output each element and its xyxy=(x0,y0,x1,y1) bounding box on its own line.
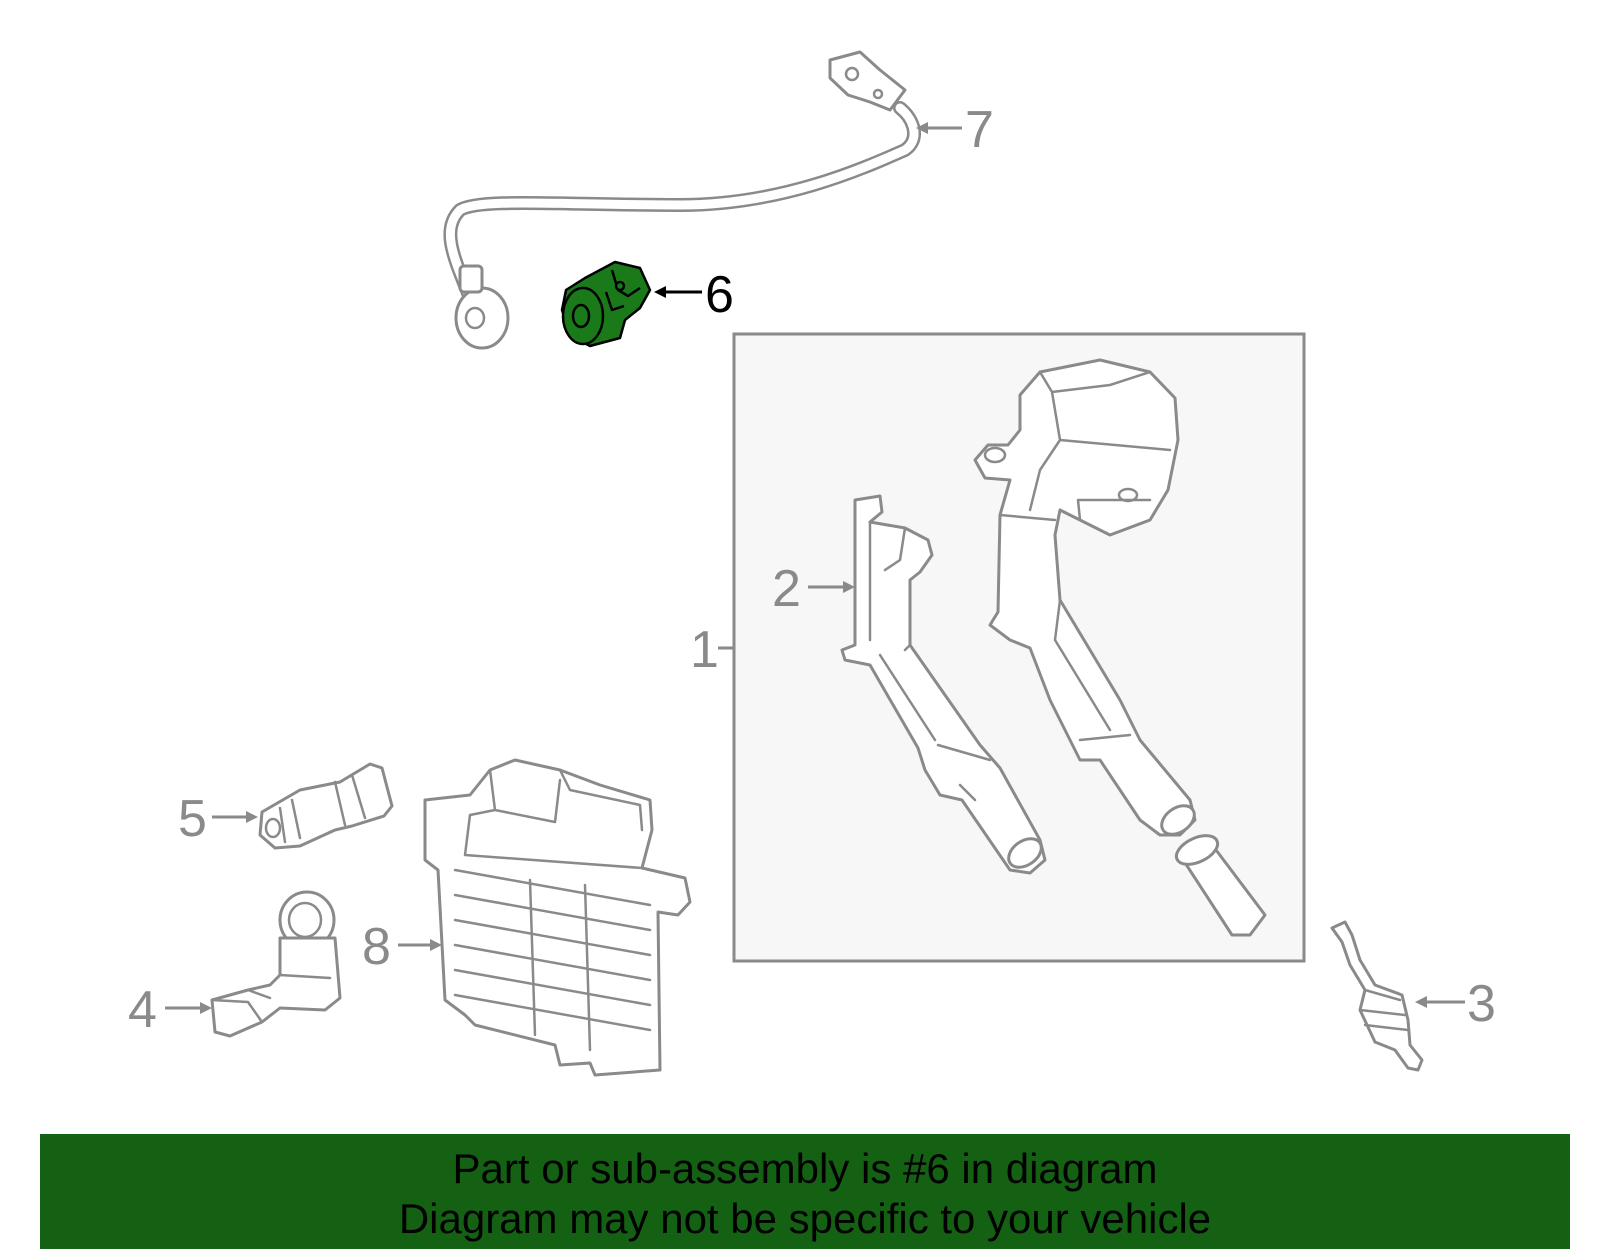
part-3-spark-plug[interactable] xyxy=(1330,920,1424,1072)
callout-1: 1 xyxy=(690,621,734,679)
callout-label-1: 1 xyxy=(690,621,719,679)
callout-3: 3 xyxy=(1415,975,1496,1033)
callout-label-2: 2 xyxy=(772,560,801,618)
callout-label-7: 7 xyxy=(965,101,994,159)
callout-6: 6 xyxy=(654,266,734,324)
part-4-sensor[interactable] xyxy=(210,890,342,1038)
callout-5: 5 xyxy=(178,790,258,848)
callout-2: 2 xyxy=(772,560,855,618)
part-1-ignition-coil[interactable] xyxy=(973,358,1200,840)
callout-label-8: 8 xyxy=(362,918,391,976)
banner-line-part-number: Part or sub-assembly is #6 in diagram xyxy=(452,1145,1158,1192)
part-6-knock-sensor-highlighted[interactable] xyxy=(560,260,652,348)
banner-line-disclaimer: Diagram may not be specific to your vehi… xyxy=(398,1195,1212,1242)
part-8-ecu-module[interactable] xyxy=(423,758,692,1077)
callout-label-4: 4 xyxy=(128,981,157,1039)
callout-label-6: 6 xyxy=(705,266,734,324)
callout-7: 7 xyxy=(916,101,994,159)
part-2-coil-boot[interactable] xyxy=(840,494,1047,875)
callout-label-5: 5 xyxy=(178,790,207,848)
callout-4: 4 xyxy=(128,981,212,1039)
info-banner: Part or sub-assembly is #6 in diagram Di… xyxy=(40,1134,1570,1249)
part-7-wire-harness[interactable] xyxy=(443,50,921,350)
part-1-boot-cap[interactable] xyxy=(1172,830,1267,937)
callout-label-3: 3 xyxy=(1467,975,1496,1033)
callout-8: 8 xyxy=(362,918,442,976)
part-5-sensor[interactable] xyxy=(258,762,394,850)
